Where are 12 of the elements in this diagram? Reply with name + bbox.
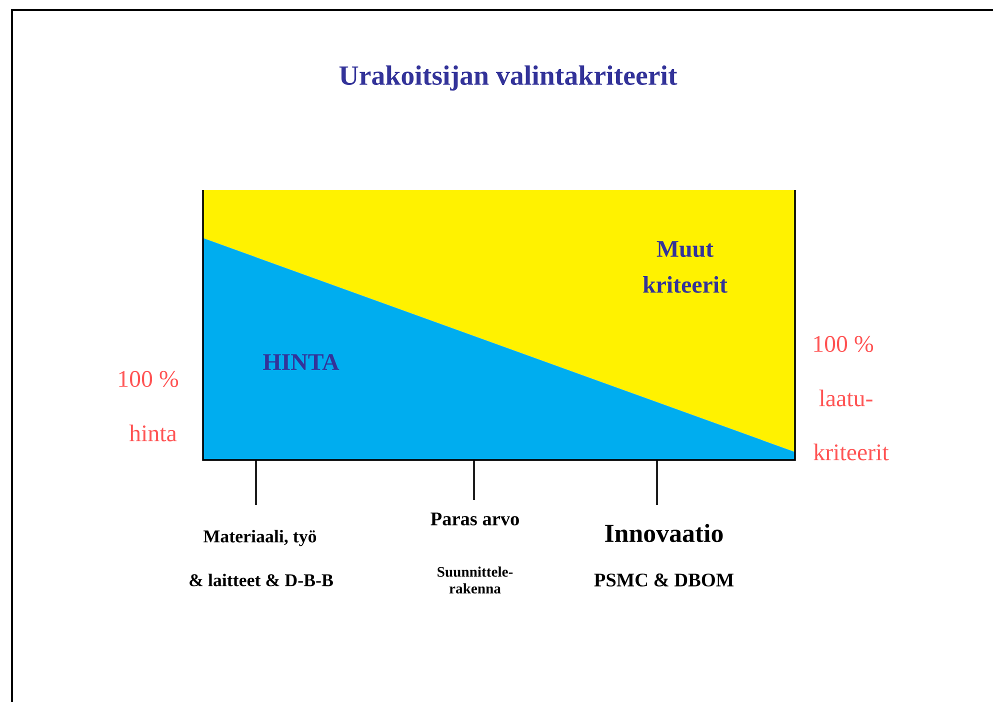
category-label: & laitteet & D-B-B — [190, 574, 333, 586]
axis-label: 100 % — [814, 336, 874, 352]
axis-label: hinta — [129, 424, 177, 442]
category-label: PSMC & DBOM — [594, 574, 734, 586]
title: Urakoitsijan valintakriteerit — [339, 65, 678, 91]
category-label: Suunnittele- rakenna — [438, 566, 513, 594]
axis-label: laatu- — [819, 390, 872, 406]
category-label: Materiaali, työ — [204, 530, 316, 546]
category-label: Innovaatio — [605, 524, 723, 542]
category-label: Paras arvo — [430, 512, 519, 526]
axis-label: 100 % — [119, 370, 178, 388]
axis-label: kriteerit — [814, 444, 889, 460]
